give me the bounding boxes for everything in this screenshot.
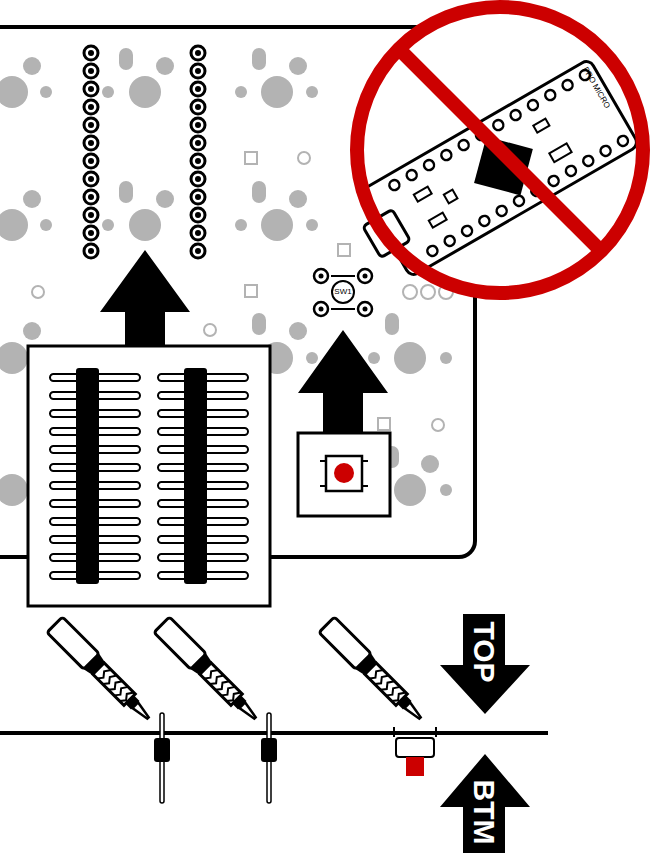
part-label: SW1 xyxy=(334,288,351,296)
side-label: BTM xyxy=(469,780,499,845)
side-label: TOP xyxy=(469,621,499,682)
